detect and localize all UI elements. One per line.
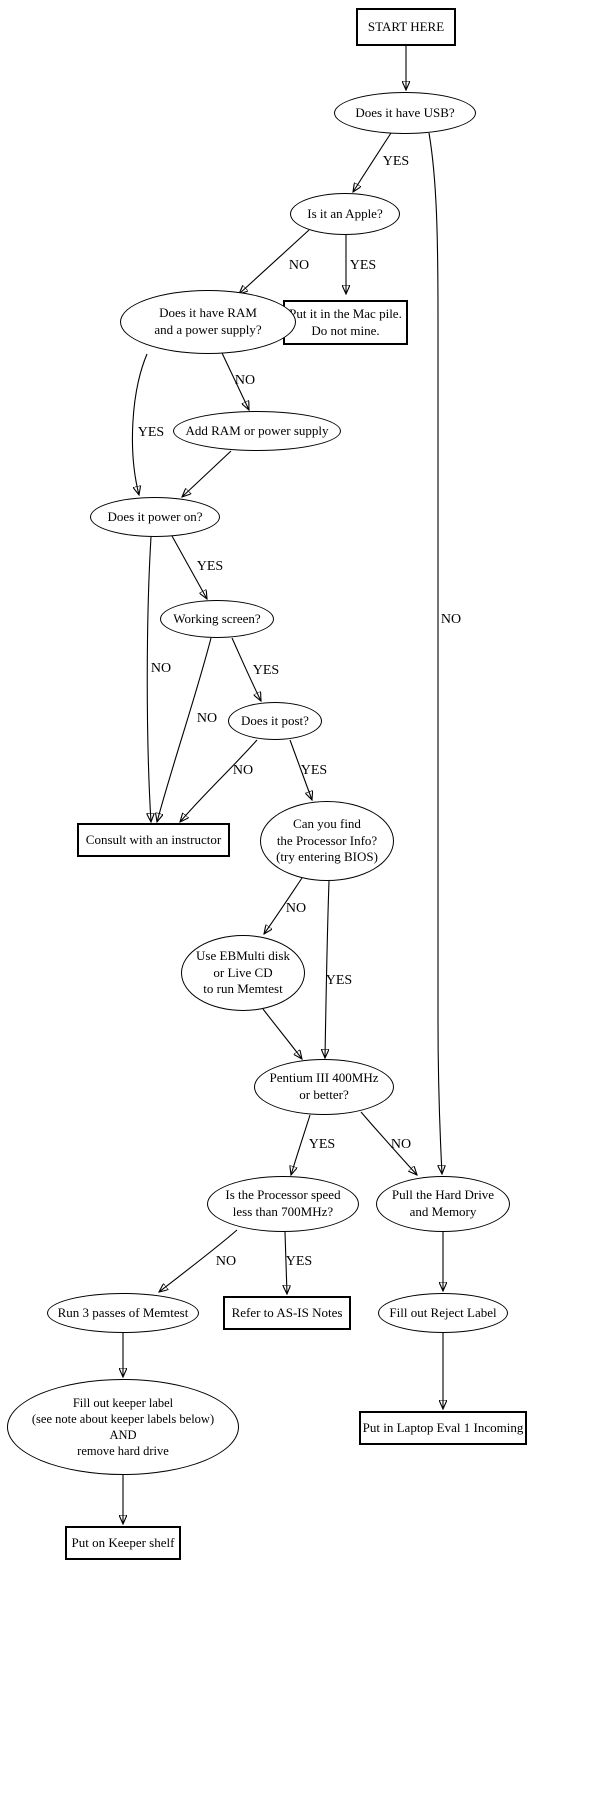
node-laptop-eval-1-incoming: Put in Laptop Eval 1 Incoming bbox=[359, 1411, 527, 1445]
edge-procinfo-yes-to-pentium bbox=[325, 880, 330, 1058]
node-is-it-an-apple: Is it an Apple? bbox=[290, 193, 400, 235]
edge-label-usb-no: NO bbox=[440, 612, 462, 627]
edge-label-power-yes: YES bbox=[196, 559, 224, 574]
node-ram-and-power-supply: Does it have RAM and a power supply? bbox=[120, 290, 296, 354]
edge-rampower-no-to-addram bbox=[221, 352, 249, 410]
edge-screen-yes-to-post bbox=[231, 637, 261, 701]
edge-label-pentium-no: NO bbox=[390, 1137, 412, 1152]
node-does-it-post: Does it post? bbox=[228, 702, 322, 740]
node-does-it-have-usb: Does it have USB? bbox=[334, 92, 476, 134]
node-refer-as-is-notes: Refer to AS-IS Notes bbox=[223, 1296, 351, 1330]
edge-label-pentium-yes: YES bbox=[308, 1137, 336, 1152]
edge-ebmulti-to-pentium bbox=[262, 1008, 302, 1059]
node-run-3-passes-memtest: Run 3 passes of Memtest bbox=[47, 1293, 199, 1333]
node-consult-instructor: Consult with an instructor bbox=[77, 823, 230, 857]
edge-label-proc-yes: YES bbox=[325, 973, 353, 988]
edge-poweron-yes-to-screen bbox=[171, 535, 207, 599]
node-fill-out-keeper-label: Fill out keeper label (see note about ke… bbox=[7, 1379, 239, 1475]
edge-poweron-no-to-consult bbox=[147, 536, 151, 822]
edge-label-apple-yes: YES bbox=[349, 258, 377, 273]
edge-apple-no-to-rampower bbox=[239, 229, 310, 294]
edge-usb-yes-to-apple bbox=[353, 132, 392, 192]
edge-label-apple-no: NO bbox=[288, 258, 310, 273]
node-find-processor-info: Can you find the Processor Info? (try en… bbox=[260, 801, 394, 881]
node-does-it-power-on: Does it power on? bbox=[90, 497, 220, 537]
edge-label-speed-yes: YES bbox=[285, 1254, 313, 1269]
edge-screen-no-to-consult bbox=[157, 637, 212, 822]
edge-procinfo-no-to-ebmulti bbox=[264, 877, 303, 934]
edge-label-ram-yes: YES bbox=[137, 425, 165, 440]
edge-label-screen-no: NO bbox=[196, 711, 218, 726]
node-working-screen: Working screen? bbox=[160, 600, 274, 638]
edge-label-screen-yes: YES bbox=[252, 663, 280, 678]
node-start-here: START HERE bbox=[356, 8, 456, 46]
edge-pentium-no-to-pullhd bbox=[360, 1111, 417, 1175]
node-speed-less-than-700mhz: Is the Processor speed less than 700MHz? bbox=[207, 1176, 359, 1232]
edge-post-yes-to-procinfo bbox=[289, 739, 312, 800]
node-mac-pile: Put it in the Mac pile. Do not mine. bbox=[283, 300, 408, 345]
edge-label-speed-no: NO bbox=[215, 1254, 237, 1269]
node-add-ram-or-power-supply: Add RAM or power supply bbox=[173, 411, 341, 451]
node-pentium-iii-400mhz: Pentium III 400MHz or better? bbox=[254, 1059, 394, 1115]
node-put-on-keeper-shelf: Put on Keeper shelf bbox=[65, 1526, 181, 1560]
edge-label-proc-no: NO bbox=[285, 901, 307, 916]
edge-label-usb-yes: YES bbox=[382, 154, 410, 169]
node-pull-hard-drive-memory: Pull the Hard Drive and Memory bbox=[376, 1176, 510, 1232]
edge-speed-no-to-run3 bbox=[159, 1229, 238, 1292]
node-ebmulti-memtest: Use EBMulti disk or Live CD to run Memte… bbox=[181, 935, 305, 1011]
edge-label-post-no: NO bbox=[232, 763, 254, 778]
edge-label-power-no: NO bbox=[150, 661, 172, 676]
edge-pentium-yes-to-speed bbox=[291, 1114, 311, 1175]
edge-rampower-yes-to-poweron bbox=[131, 353, 148, 495]
edge-speed-yes-to-asis bbox=[285, 1231, 287, 1294]
edge-addram-to-poweron bbox=[182, 450, 232, 497]
edge-label-post-yes: YES bbox=[300, 763, 328, 778]
edge-label-ram-no: NO bbox=[234, 373, 256, 388]
node-fill-out-reject-label: Fill out Reject Label bbox=[378, 1293, 508, 1333]
edge-post-no-to-consult bbox=[180, 739, 258, 822]
edge-usb-no-to-pullhd bbox=[428, 132, 442, 1174]
